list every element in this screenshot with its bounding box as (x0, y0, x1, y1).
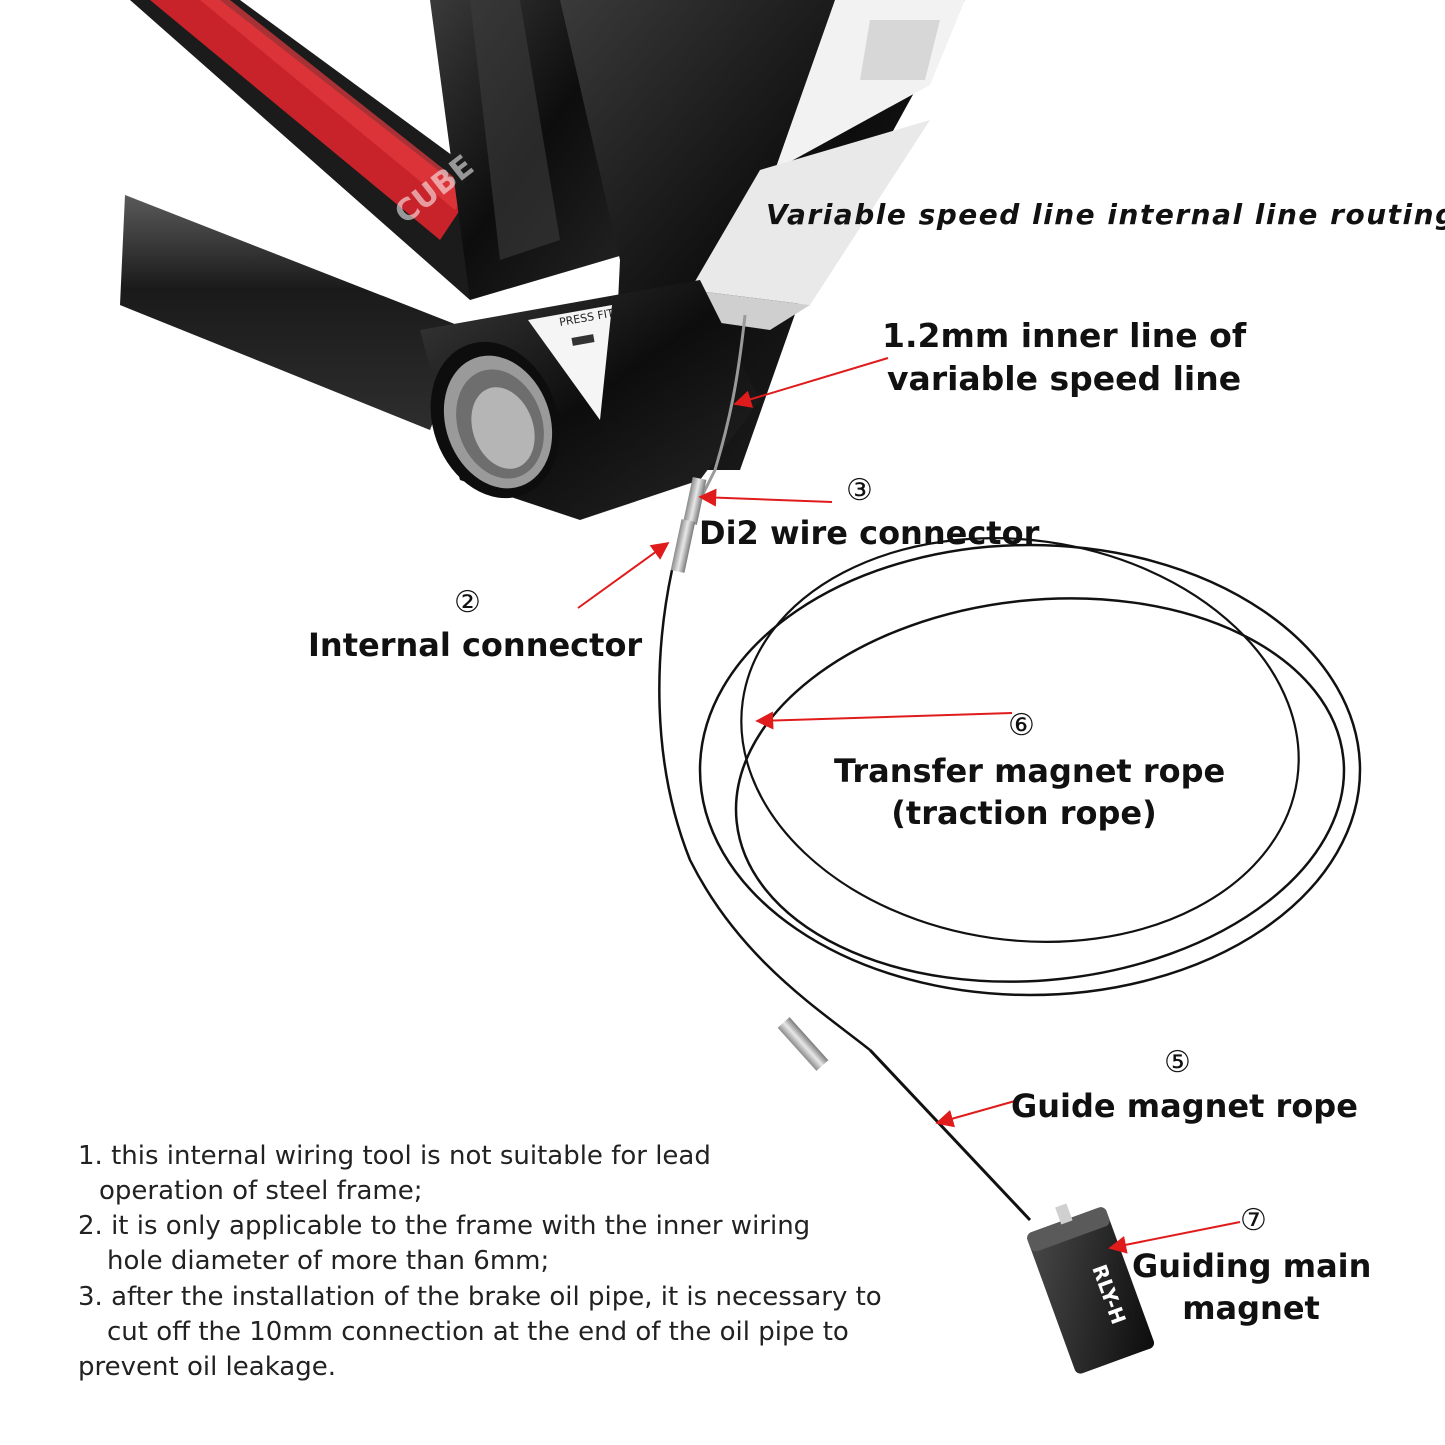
label-transfer-rope-line-2: (traction rope) (891, 794, 1157, 832)
label-transfer-rope: Transfer magnet rope (traction rope) (834, 750, 1226, 834)
note-line-7: prevent oil leakage. (78, 1352, 337, 1382)
rope-connector-part (777, 1017, 829, 1071)
label-inner-line: 1.2mm inner line of variable speed line (882, 314, 1246, 400)
cable (658, 314, 1362, 1222)
label-guide-number: ⑤ (1164, 1045, 1191, 1080)
label-inner-line-line-1: 1.2mm inner line of (882, 316, 1247, 355)
main-magnet-part: RLY-H (1027, 1203, 1155, 1374)
diagram-title: Variable speed line internal line routin… (766, 198, 1445, 231)
label-internal-connector: Internal connector (308, 626, 643, 664)
pointer-arrows (577, 357, 1241, 1254)
bike-frame: PRESS FIT CUBE (120, 0, 965, 520)
note-line-5: 3. after the installation of the brake o… (78, 1282, 882, 1312)
label-internal-number: ② (454, 585, 481, 620)
note-line-6: cut off the 10mm connection at the end o… (107, 1317, 849, 1347)
label-magnet-number: ⑦ (1240, 1203, 1267, 1238)
label-inner-line-line-2: variable speed line (887, 359, 1242, 398)
label-transfer-rope-line-1: Transfer magnet rope (834, 752, 1226, 790)
note-line-4: hole diameter of more than 6mm; (107, 1246, 550, 1276)
label-di2-connector: Di2 wire connector (699, 514, 1040, 552)
internal-connector-part (670, 519, 696, 573)
label-transfer-number: ⑥ (1008, 708, 1035, 743)
label-main-magnet-line-2: magnet (1182, 1289, 1320, 1327)
label-main-magnet: Guiding main magnet (1132, 1245, 1372, 1329)
note-line-1: 1. this internal wiring tool is not suit… (78, 1141, 711, 1171)
note-line-2: operation of steel frame; (99, 1176, 423, 1206)
label-di2-number: ③ (846, 473, 873, 508)
label-main-magnet-line-1: Guiding main (1132, 1247, 1372, 1285)
label-guide-rope: Guide magnet rope (1011, 1087, 1358, 1125)
note-line-3: 2. it is only applicable to the frame wi… (78, 1211, 811, 1241)
